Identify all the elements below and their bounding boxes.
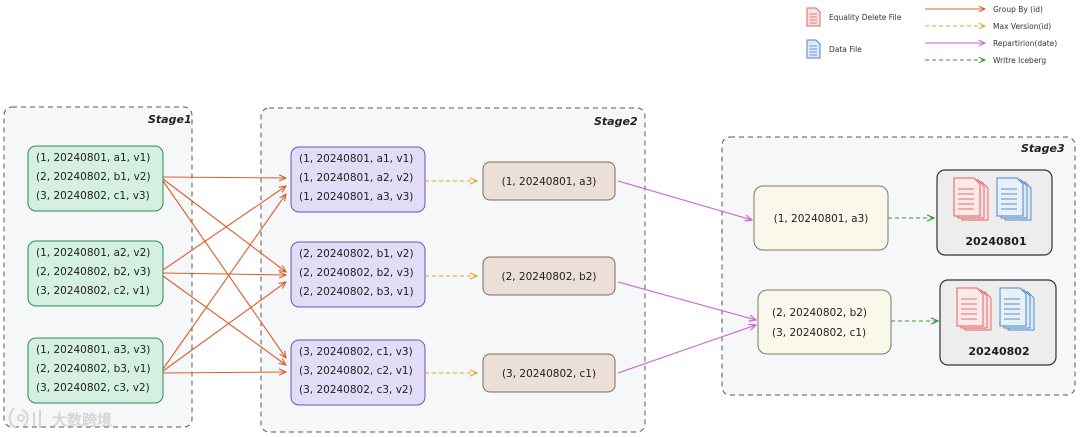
stage2-group-row: (3, 20240802, c1, v3) xyxy=(299,346,413,358)
stage3-row: (3, 20240802, c1) xyxy=(772,327,866,339)
stage1-row: (1, 20240801, a1, v1) xyxy=(36,152,150,164)
partition-label: 20240802 xyxy=(968,345,1029,358)
stage2-group-row: (3, 20240802, c2, v1) xyxy=(299,365,413,377)
stage2-max-1: (1, 20240801, a3) xyxy=(482,161,616,201)
group-by-arrow xyxy=(162,275,286,365)
legend: Equality Delete File Data File Group By … xyxy=(806,5,1057,65)
stage3-row: (1, 20240801, a3) xyxy=(774,213,869,225)
stage2-max-row: (1, 20240801, a3) xyxy=(502,176,597,188)
group-by-arrow xyxy=(162,186,286,271)
group-by-arrow xyxy=(162,282,286,372)
stage2-group-3: (3, 20240802, c1, v3) (3, 20240802, c2, … xyxy=(290,339,426,406)
stage1-box-3: (1, 20240801, a3, v3) (2, 20240802, b3, … xyxy=(27,337,164,404)
stage1-row: (2, 20240802, b3, v1) xyxy=(36,363,151,375)
equality-delete-file-icon xyxy=(953,177,989,221)
stage1-row: (1, 20240801, a2, v2) xyxy=(36,247,150,259)
stage3-partition-box-1: (1, 20240801, a3) xyxy=(753,185,889,251)
equality-delete-file-icon xyxy=(956,287,992,331)
repartition-arrow xyxy=(617,325,756,374)
stage1-box-1: (1, 20240801, a1, v1) (2, 20240802, b1, … xyxy=(27,145,164,212)
stage1-row: (1, 20240801, a3, v3) xyxy=(36,344,150,356)
stage1-row: (2, 20240802, b1, v2) xyxy=(36,171,151,183)
data-file-icon xyxy=(806,39,821,59)
group-by-arrow xyxy=(162,273,286,275)
stage2-group-row: (1, 20240801, a2, v2) xyxy=(299,172,413,184)
stage2-group-row: (3, 20240802, c3, v2) xyxy=(299,384,413,396)
write-iceberg-arrows xyxy=(888,218,938,321)
stage2-max-2: (2, 20240802, b2) xyxy=(482,256,616,296)
data-file-icon xyxy=(996,177,1032,221)
stage2-group-row: (2, 20240802, b1, v2) xyxy=(299,248,414,260)
stage2-group-row: (2, 20240802, b2, v3) xyxy=(299,267,414,279)
stage1-box-2: (1, 20240801, a2, v2) (2, 20240802, b2, … xyxy=(27,240,164,307)
group-by-arrows xyxy=(162,177,286,373)
stage1-row: (3, 20240802, c2, v1) xyxy=(36,285,150,297)
legend-group-by-label: Group By (id) xyxy=(993,5,1043,14)
stage2-group-2: (2, 20240802, b1, v2) (2, 20240802, b2, … xyxy=(290,241,426,308)
stage3-title: Stage3 xyxy=(1021,142,1065,155)
stage2-group-row: (1, 20240801, a1, v1) xyxy=(299,153,413,165)
legend-repartition-label: Repartirion(date) xyxy=(993,39,1057,48)
stage2-max-row: (2, 20240802, b2) xyxy=(501,271,596,283)
legend-write-iceberg-label: Writre Iceberg xyxy=(993,56,1046,65)
legend-equality-delete-file-label: Equality Delete File xyxy=(829,13,902,22)
watermark-logo-icon xyxy=(8,407,41,429)
partition-folder-20240802: 20240802 xyxy=(939,279,1057,366)
stage2-max-row: (3, 20240802, c1) xyxy=(502,368,596,380)
stage3-partition-box-2: (2, 20240802, b2) (3, 20240802, c1) xyxy=(757,289,892,355)
watermark-text: 大数跨境 xyxy=(52,411,112,429)
partition-folder-20240801: 20240801 xyxy=(936,169,1053,256)
stage2-group-row: (1, 20240801, a3, v3) xyxy=(299,191,413,203)
legend-max-version-label: Max Version(id) xyxy=(993,22,1051,31)
repartition-arrow xyxy=(617,281,756,320)
repartition-arrow xyxy=(617,180,752,220)
stage1-row: (2, 20240802, b2, v3) xyxy=(36,266,151,278)
stage2-max-3: (3, 20240802, c1) xyxy=(482,353,616,393)
group-by-arrow xyxy=(162,194,286,370)
watermark: 大数跨境 xyxy=(8,407,112,429)
group-by-arrow xyxy=(162,177,286,178)
partition-label: 20240801 xyxy=(965,235,1026,248)
equality-delete-file-icon xyxy=(806,7,821,27)
stage2-group-1: (1, 20240801, a1, v1) (1, 20240801, a2, … xyxy=(290,146,426,213)
group-by-arrow xyxy=(162,178,286,272)
repartition-arrows xyxy=(617,180,756,374)
data-file-icon xyxy=(999,287,1035,331)
stage2-group-row: (2, 20240802, b3, v1) xyxy=(299,286,414,298)
stage1-title: Stage1 xyxy=(148,113,192,126)
group-by-arrow xyxy=(162,372,286,373)
stage1-row: (3, 20240802, c3, v2) xyxy=(36,382,150,394)
legend-data-file-label: Data File xyxy=(829,45,862,54)
max-version-arrows xyxy=(425,181,477,373)
stage1-row: (3, 20240802, c1, v3) xyxy=(36,190,150,202)
stage2-title: Stage2 xyxy=(594,115,638,128)
group-by-arrow xyxy=(162,180,286,358)
stage3-row: (2, 20240802, b2) xyxy=(772,307,867,319)
